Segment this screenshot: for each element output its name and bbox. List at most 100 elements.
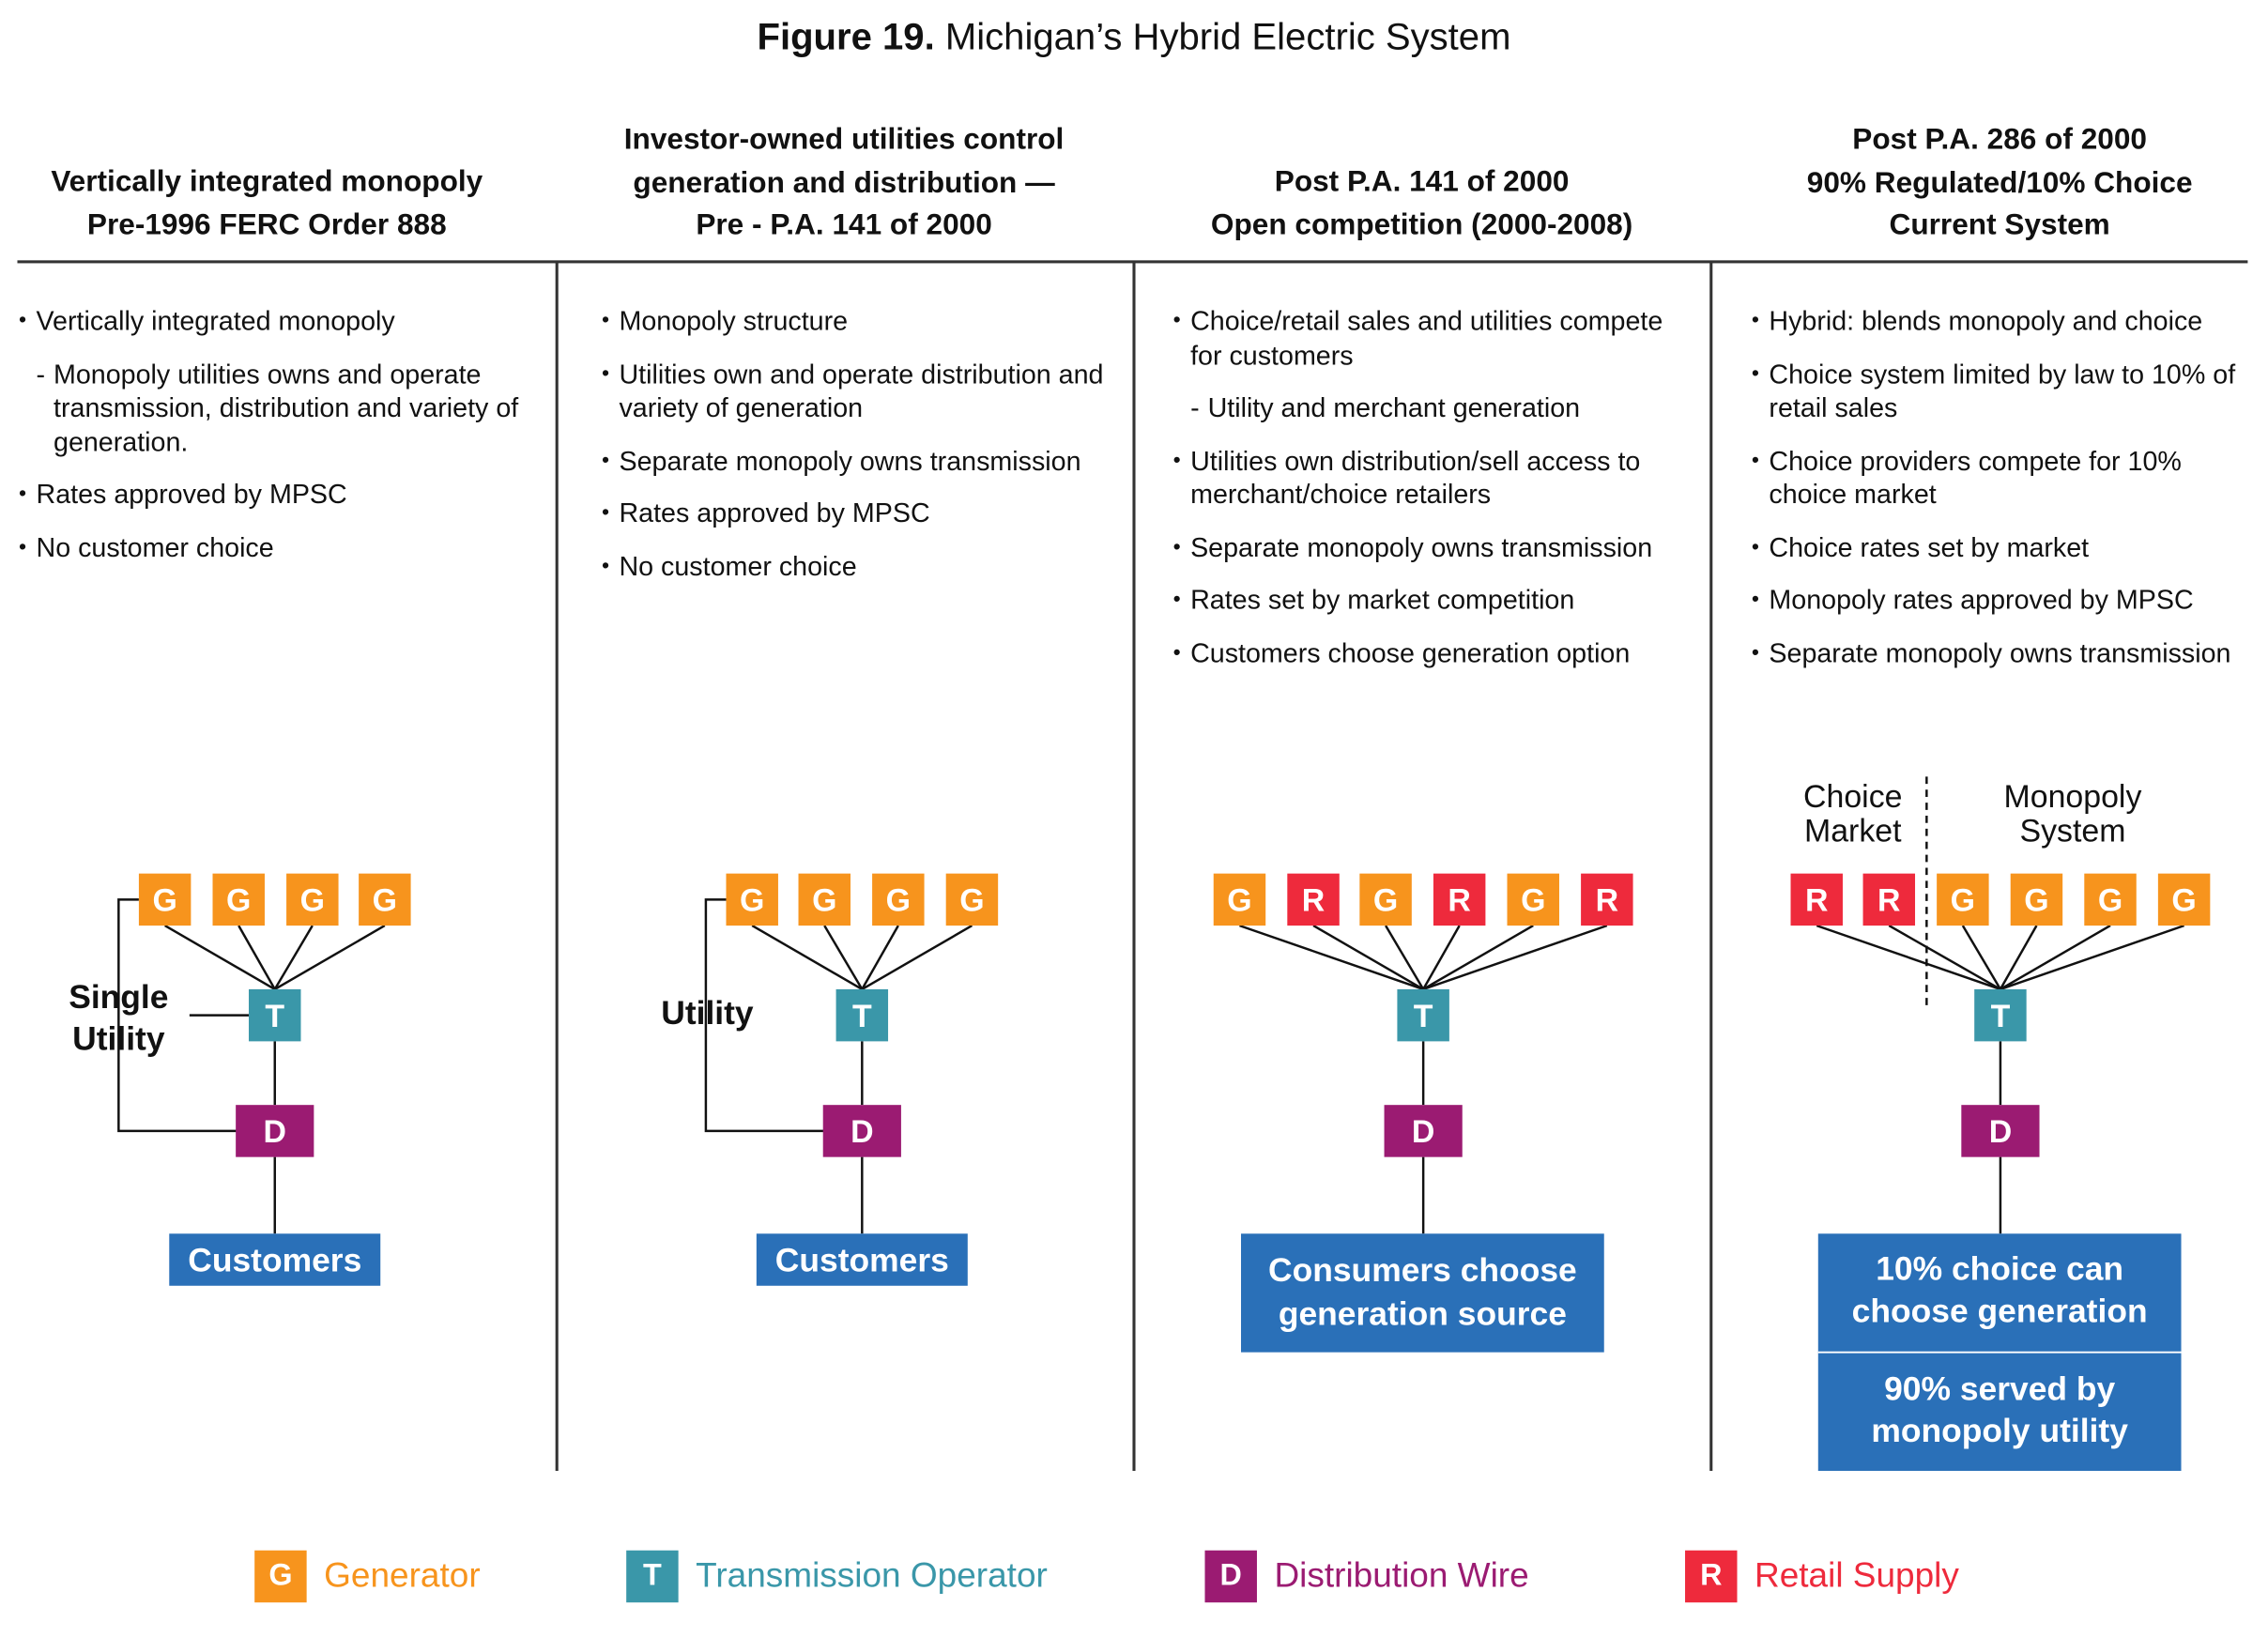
legend-transmission: T Transmission Operator	[626, 1550, 1048, 1603]
source-to-transmission-line	[861, 925, 899, 990]
figure-title: Figure 19. Michigan’s Hybrid Electric Sy…	[0, 14, 2268, 59]
monopoly-box-label: monopoly utility	[1871, 1412, 2128, 1449]
header-line: generation and distribution —	[633, 165, 1055, 199]
retail-node	[1862, 873, 1916, 926]
bullet-item: Choice system limited by law to 10% of r…	[1752, 357, 2251, 424]
retail-node-label: R	[1302, 883, 1325, 919]
generator-node	[359, 873, 411, 926]
generator-node	[798, 873, 850, 926]
generator-node-label: G	[1951, 883, 1975, 919]
source-to-transmission-line	[1816, 924, 2001, 991]
column-header-3: Post P.A. 141 of 2000 Open competition (…	[1134, 161, 1709, 246]
column-header-4: Post P.A. 286 of 2000 90% Regulated/10% …	[1712, 118, 2268, 246]
source-to-transmission-line	[164, 925, 276, 990]
source-to-transmission-line	[823, 925, 864, 990]
transmission-node-label: T	[1414, 999, 1433, 1034]
source-to-transmission-line	[1422, 924, 1608, 991]
distribution-node-label: D	[850, 1114, 873, 1150]
generator-node	[1359, 873, 1412, 926]
column-header-1: Vertically integrated monopoly Pre-1996 …	[17, 161, 516, 246]
generator-node	[138, 873, 192, 926]
generator-node	[872, 873, 925, 926]
single-utility-label: Utility	[72, 1020, 165, 1058]
generator-node-label: G	[740, 883, 764, 919]
source-to-transmission-line	[273, 925, 314, 990]
retail-swatch: R	[1685, 1550, 1738, 1603]
figure-number: Figure 19.	[757, 14, 935, 58]
header-line: Open competition (2000-2008)	[1210, 207, 1633, 241]
header-line: Pre-1996 FERC Order 888	[86, 207, 447, 241]
generator-node-label: G	[1521, 883, 1545, 919]
legend-distribution: D Distribution Wire	[1204, 1550, 1529, 1603]
header-line: Current System	[1889, 207, 2110, 242]
generator-node-label: G	[886, 883, 911, 919]
distribution-node	[1384, 1105, 1463, 1157]
customer-box-label: Customers	[775, 1241, 949, 1278]
source-to-transmission-line	[861, 925, 973, 990]
single-utility-bracket	[117, 898, 238, 1133]
source-to-transmission-line	[1999, 925, 2038, 990]
generator-node-label: G	[373, 883, 397, 919]
generator-node-label: G	[226, 883, 251, 919]
header-line: Post P.A. 286 of 2000	[1852, 122, 2148, 157]
distribution-node	[236, 1105, 314, 1157]
customer-box	[169, 1233, 381, 1286]
monopoly-system-label: Monopoly	[2004, 779, 2142, 815]
source-to-transmission-line	[1422, 925, 1461, 990]
bullet-item: Separate monopoly owns transmission	[1752, 635, 2251, 669]
bullet-list-3: Choice/retail sales and utilities compet…	[1173, 304, 1687, 689]
legend-label: Distribution Wire	[1274, 1555, 1529, 1596]
bullet-item: Rates approved by MPSC	[602, 496, 1108, 529]
bullet-item: Rates approved by MPSC	[19, 477, 525, 511]
header-divider	[17, 260, 2248, 263]
bullet-item: Separate monopoly owns transmission	[1173, 530, 1687, 564]
source-to-transmission-line	[1888, 925, 2001, 990]
legend-label: Transmission Operator	[696, 1555, 1048, 1596]
header-line: Vertically integrated monopoly	[51, 164, 483, 199]
choice-market-label: Choice	[1803, 779, 1902, 815]
distribution-node-label: D	[1412, 1114, 1434, 1150]
header-line: 90% Regulated/10% Choice	[1806, 165, 2193, 199]
choice-market-label: Market	[1804, 814, 1902, 849]
source-to-transmission-line	[2000, 924, 2185, 991]
generator-node-label: G	[2024, 883, 2048, 919]
column-divider	[1709, 261, 1712, 1471]
customer-box	[756, 1233, 968, 1286]
distribution-node-label: D	[1989, 1114, 2012, 1150]
bullet-item: Rates set by market competition	[1173, 583, 1687, 617]
retail-node	[1433, 873, 1486, 926]
generator-node-label: G	[1227, 883, 1251, 919]
legend-retail: R Retail Supply	[1685, 1550, 1959, 1603]
transmission-node	[1974, 988, 2027, 1042]
bullet-item: Utilities own distribution/sell access t…	[1173, 443, 1687, 511]
retail-node	[1790, 873, 1843, 926]
source-to-transmission-line	[751, 925, 863, 990]
generator-node-label: G	[152, 883, 176, 919]
generator-node	[286, 873, 339, 926]
generator-node	[945, 873, 999, 926]
customer-box-label: Customers	[188, 1241, 361, 1278]
generator-swatch: G	[254, 1550, 307, 1603]
bullet-item: Utilities own and operate distribution a…	[602, 357, 1108, 424]
bullet-list-1: Vertically integrated monopolyMonopoly u…	[19, 304, 525, 583]
legend-label: Generator	[324, 1555, 481, 1596]
bullet-item: Separate monopoly owns transmission	[602, 443, 1108, 477]
transmission-node-label: T	[265, 999, 284, 1034]
source-to-transmission-line	[274, 925, 386, 990]
column-header-2: Investor-owned utilities control generat…	[557, 118, 1131, 246]
transmission-node	[1397, 988, 1449, 1042]
legend-label: Retail Supply	[1754, 1555, 1959, 1596]
distribution-node	[822, 1105, 901, 1157]
generator-node	[1937, 873, 1989, 926]
bullet-item: Choice/retail sales and utilities compet…	[1173, 304, 1687, 372]
utility-bracket	[704, 898, 825, 1133]
generator-node	[2010, 873, 2063, 926]
single-utility-label: Single	[69, 978, 168, 1016]
retail-node-label: R	[1596, 883, 1618, 919]
source-to-transmission-line	[1961, 925, 2001, 990]
retail-node-label: R	[1877, 883, 1900, 919]
distribution-node-label: D	[264, 1114, 286, 1150]
bullet-item: Customers choose generation option	[1173, 635, 1687, 669]
